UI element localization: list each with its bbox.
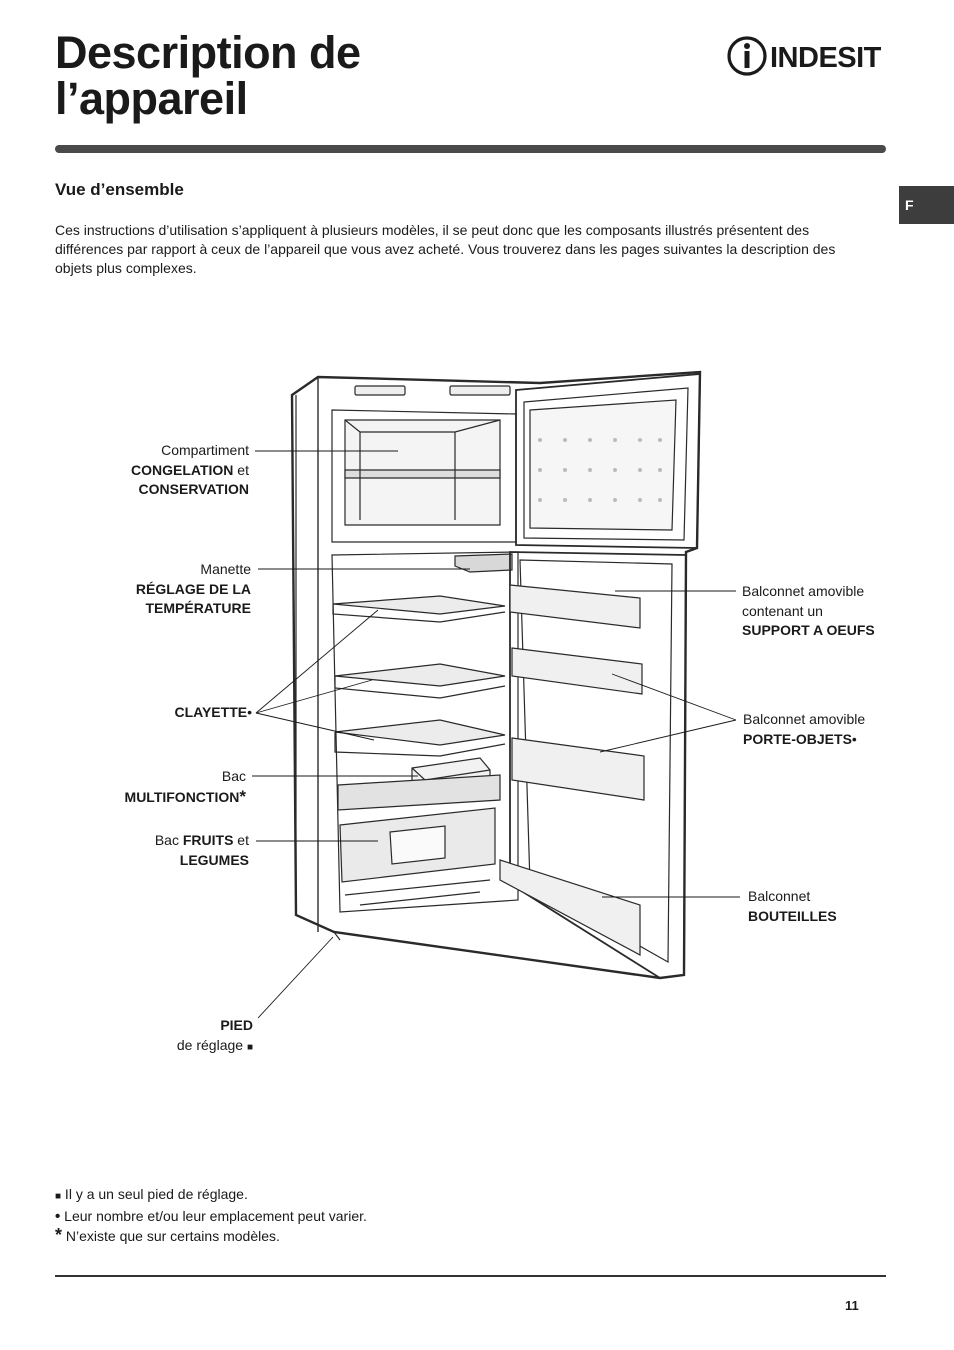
- footnote-text: Il y a un seul pied de réglage.: [61, 1186, 248, 1202]
- label-shelf-text: CLAYETTE: [174, 704, 248, 720]
- leader-lines: [252, 450, 740, 1019]
- label-thermostat-bold2: TEMPÉRATURE: [145, 600, 251, 616]
- label-door-rack: Balconnet amovible PORTE-OBJETS•: [743, 710, 923, 749]
- label-crisper-post: et: [233, 832, 249, 848]
- page-number: 11: [845, 1298, 859, 1313]
- page-title: Description de l’appareil: [55, 30, 361, 122]
- label-multi-bold: MULTIFONCTION: [124, 788, 240, 805]
- footnotes: ■ Il y a un seul pied de réglage. • Leur…: [55, 1185, 367, 1247]
- brand-logo-mark: INDESIT: [727, 36, 882, 76]
- page-title-line1: Description de: [55, 27, 361, 78]
- freezer-door-dimples: [538, 438, 662, 502]
- footer-rule: [55, 1275, 886, 1277]
- footnote-item: • Leur nombre et/ou leur emplacement peu…: [55, 1207, 367, 1227]
- label-door-bold: PORTE-OBJETS: [743, 730, 852, 747]
- square-mark: ■: [246, 1041, 253, 1053]
- fridge-body: [290, 370, 702, 980]
- bullet-mark: •: [55, 1207, 61, 1225]
- label-foot-bold: PIED: [220, 1017, 253, 1033]
- label-egg-rack: Balconnet amovible contenant un SUPPORT …: [742, 582, 922, 641]
- label-freezer-rest: et: [233, 461, 249, 478]
- language-tab-label: F: [905, 197, 914, 213]
- label-egg-bold: SUPPORT A OEUFS: [742, 622, 875, 638]
- label-bottle-line1: Balconnet: [748, 888, 811, 904]
- footnote-text: N’existe que sur certains modèles.: [62, 1228, 280, 1244]
- label-crisper-bold2: LEGUMES: [179, 851, 249, 868]
- label-foot: PIED de réglage ■: [95, 1016, 253, 1057]
- label-door-line1: Balconnet amovible: [743, 711, 866, 727]
- square-mark: ■: [55, 1191, 62, 1202]
- label-freezer-bold1: CONGELATION: [131, 461, 234, 478]
- brand-logo: INDESIT: [726, 34, 888, 78]
- label-bottle-rack: Balconnet BOUTEILLES: [748, 887, 908, 926]
- intro-paragraph: Ces instructions d’utilisation s’appliqu…: [55, 222, 836, 276]
- footnote-text: Leur nombre et/ou leur emplacement peut …: [60, 1207, 367, 1224]
- label-crisper: Bac FRUITS et LEGUMES: [95, 831, 249, 870]
- footnote-item: ■ Il y a un seul pied de réglage.: [55, 1185, 367, 1207]
- label-egg-line1: Balconnet amovible: [742, 583, 865, 599]
- label-bottle-bold: BOUTEILLES: [748, 907, 837, 924]
- label-shelf: CLAYETTE•: [95, 703, 252, 723]
- asterisk-mark: *: [55, 1225, 63, 1245]
- label-thermostat-bold1: RÉGLAGE DE LA: [135, 580, 251, 597]
- language-tab: F: [899, 186, 954, 224]
- section-title: Vue d’ensemble: [55, 180, 184, 199]
- label-thermostat-line1: Manette: [200, 561, 251, 577]
- bullet-mark: •: [851, 730, 857, 747]
- label-freezer-line1: Compartiment: [161, 442, 249, 458]
- label-egg-line2: contenant un: [742, 602, 823, 619]
- label-crisper-bold1: FRUITS: [182, 832, 234, 848]
- label-multi-line1: Bac: [221, 768, 246, 784]
- label-multifunction-bin: Bac MULTIFONCTION*: [60, 767, 246, 807]
- label-thermostat: Manette RÉGLAGE DE LA TEMPÉRATURE: [95, 560, 251, 619]
- header-rule: [55, 145, 886, 153]
- label-freezer-bold2: CONSERVATION: [138, 481, 249, 497]
- fridge-diagram: [252, 370, 740, 1019]
- bullet-mark: •: [247, 704, 252, 720]
- page-title-line2: l’appareil: [55, 73, 248, 124]
- label-crisper-pre: Bac: [154, 832, 183, 848]
- label-freezer-compartment: Compartiment CONGELATION et CONSERVATION: [95, 441, 249, 500]
- brand-name: INDESIT: [770, 42, 882, 74]
- asterisk-mark: *: [239, 786, 246, 806]
- label-foot-line2: de réglage: [176, 1036, 247, 1053]
- footnote-item: * N’existe que sur certains modèles.: [55, 1225, 367, 1247]
